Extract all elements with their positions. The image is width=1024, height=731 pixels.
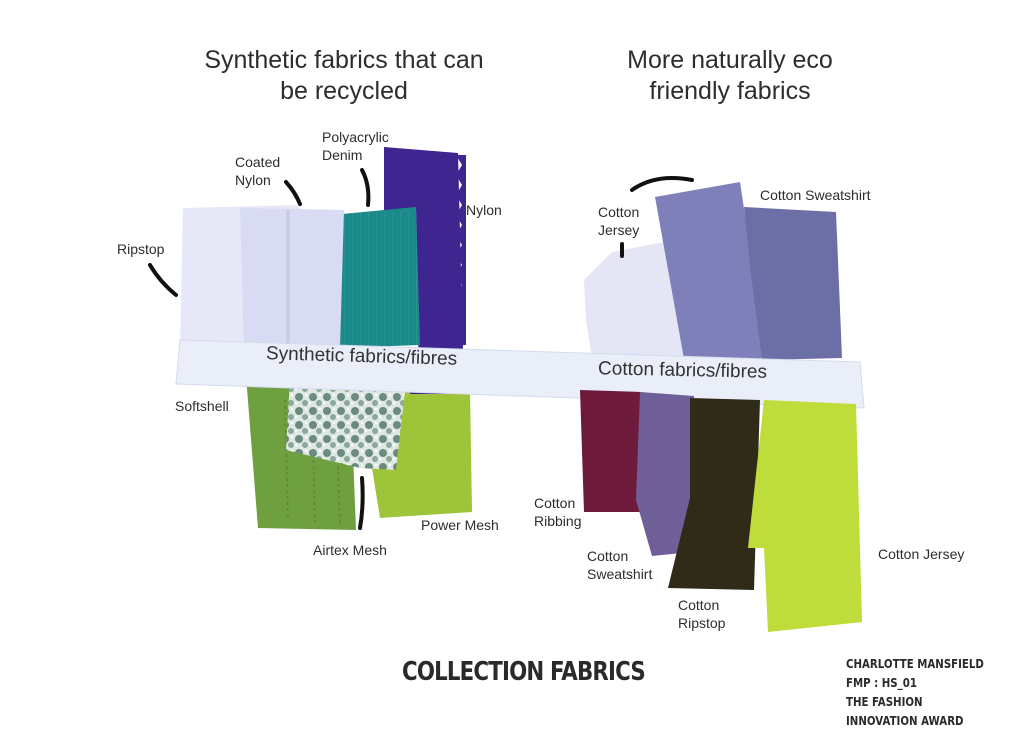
cotton-swatches-bottom [580,390,862,632]
power-mesh-label: Power Mesh [421,517,499,533]
softshell-label: Softshell [175,398,229,414]
cotton-ripstop-swatch [668,398,760,590]
cotton-sweatshirt-top-label: Cotton Sweatshirt [760,187,871,203]
nylon-label: Nylon [466,202,502,218]
cotton-sweatshirt-swatch-1 [655,182,762,370]
cotton-jersey-bottom-label: Cotton Jersey [878,546,965,562]
nylon-zigzag-edge [456,155,466,345]
cotton-ripstop-label: Cotton Ripstop [678,597,726,631]
airtex-connector [358,476,365,530]
airtex-mesh-label: Airtex Mesh [313,542,387,558]
cotton-sweatshirt-swatch-2 [744,207,842,360]
cotton-jersey-connector [630,176,694,192]
cotton-jersey-top-label: Cotton Jersey [598,204,640,238]
collection-title: COLLECTION FABRICS [402,657,646,687]
synthetic-swatches-top [180,147,466,392]
cotton-sweatshirt-bottom-label: Cotton Sweatshirt [587,548,653,582]
cotton-ribbing-swatch [580,390,642,512]
fabric-band [175,339,865,409]
designer-name: CHARLOTTE MANSFIELD [846,657,984,671]
teal-weave-texture [340,212,418,346]
label-connectors [148,168,694,530]
cotton-swatches-top [584,182,842,370]
credits-block: CHARLOTTE MANSFIELD FMP : HS_01 THE FASH… [846,655,997,731]
synthetic-swatches-bottom [246,376,472,530]
polyacrylic-connector [360,168,371,207]
ripstop-label: Ripstop [117,241,165,257]
synthetic-heading: Synthetic fabrics that can be recycled [204,46,484,105]
polyacrylic-denim-label: Polyacrylic Denim [322,129,389,163]
cotton-ribbing-label: Cotton Ribbing [534,495,582,529]
coated-nylon-swatch [240,208,344,348]
cotton-jersey-light-swatch [584,242,686,358]
cotton-jersey-lime-swatch [748,400,862,632]
airtex-mesh-swatch [286,378,406,470]
ripstop-connector [148,263,178,297]
natural-heading: More naturally eco friendly fabrics [627,46,833,105]
coated-nylon-label: Coated Nylon [235,154,281,188]
project-code: FMP : HS_01 [846,676,917,690]
cotton-band-label: Cotton fabrics/fibres [597,358,768,383]
cotton-sweatshirt-mauve-swatch [636,392,694,556]
coated-nylon-connector [284,180,302,206]
award-name: THE FASHION INNOVATION AWARD [846,695,964,728]
